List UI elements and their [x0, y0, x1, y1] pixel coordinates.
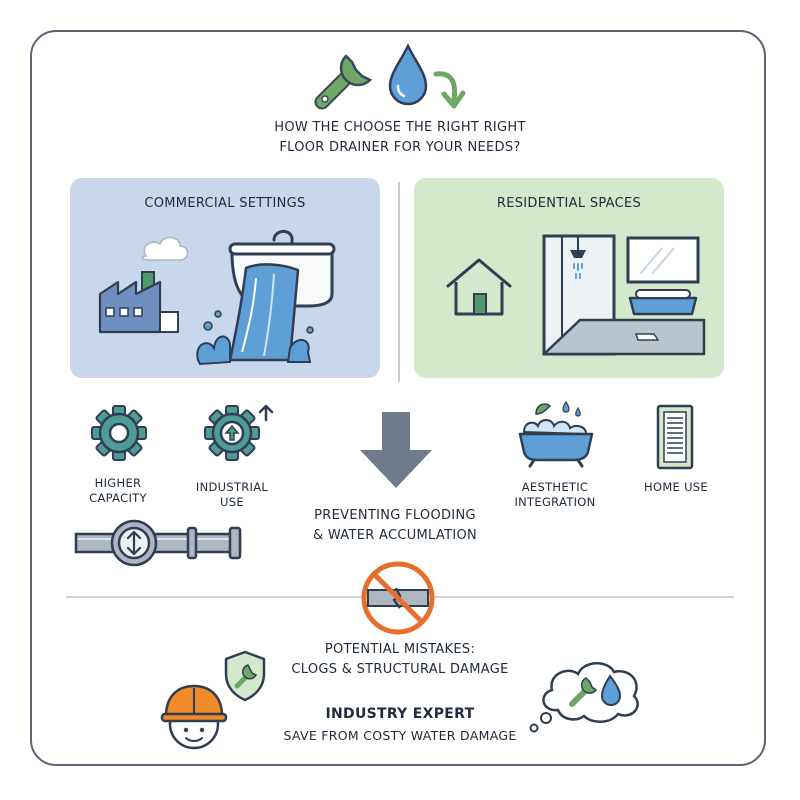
- expert-subtitle: SAVE FROM COSTY WATER DAMAGE: [283, 728, 517, 743]
- outer-frame: [30, 30, 766, 766]
- worker-icon: [160, 684, 228, 750]
- aesthetic-line-1: AESTHETIC: [521, 480, 589, 494]
- title-line-2: FLOOR DRAINER FOR YOUR NEEDS?: [279, 140, 521, 155]
- arrow-curve-icon: [433, 71, 466, 109]
- aesthetic-integration-label: AESTHETIC INTEGRATION: [500, 480, 610, 510]
- thought-bubble-icon: [529, 662, 639, 733]
- center-message-line-1: PREVENTING FLOODING: [314, 508, 476, 523]
- gear-up-icon: [204, 404, 274, 461]
- expert-title: INDUSTRY EXPERT: [325, 706, 475, 722]
- home-use-label: HOME USE: [644, 480, 708, 494]
- mistakes-text: POTENTIAL MISTAKES: CLOGS & STRUCTURAL D…: [250, 640, 550, 680]
- higher-capacity-line-2: CAPACITY: [89, 491, 147, 505]
- industrial-use-line-1: INDUSTRIAL: [195, 480, 269, 494]
- factory-icon: [98, 236, 189, 334]
- higher-capacity-line-1: HIGHER: [94, 476, 142, 490]
- center-message-line-2: & WATER ACCUMLATION: [312, 528, 478, 543]
- shower-icon: [542, 234, 706, 356]
- drain-grate-icon: [656, 404, 694, 470]
- bathtub-icon: [518, 400, 594, 468]
- no-broken-pipe-icon: [361, 561, 435, 635]
- mistakes-line-2: CLOGS & STRUCTURAL DAMAGE: [291, 662, 509, 677]
- commercial-panel-title: COMMERCIAL SETTINGS: [144, 196, 306, 211]
- center-message: PREVENTING FLOODING & WATER ACCUMLATION: [270, 506, 520, 546]
- house-icon: [446, 258, 512, 316]
- panel-divider: [398, 182, 400, 382]
- page-title: HOW THE CHOOSE THE RIGHT RIGHT FLOOR DRA…: [150, 118, 650, 158]
- residential-panel-title: RESIDENTIAL SPACES: [496, 196, 642, 211]
- pipe-valve-icon: [74, 519, 242, 567]
- mistakes-line-1: POTENTIAL MISTAKES:: [324, 642, 476, 657]
- down-arrow-icon: [360, 412, 432, 488]
- gear-icon: [91, 405, 147, 461]
- title-line-1: HOW THE CHOOSE THE RIGHT RIGHT: [274, 120, 526, 135]
- industrial-use-line-2: USE: [220, 495, 244, 509]
- shield-wrench-icon: [224, 650, 266, 702]
- water-drop-icon: [388, 43, 428, 106]
- industrial-use-label: INDUSTRIAL USE: [182, 480, 282, 510]
- aesthetic-line-2: INTEGRATION: [514, 495, 596, 509]
- higher-capacity-label: HIGHER CAPACITY: [68, 476, 168, 506]
- wrench-icon: [314, 54, 373, 110]
- faucet-icon: [196, 230, 336, 366]
